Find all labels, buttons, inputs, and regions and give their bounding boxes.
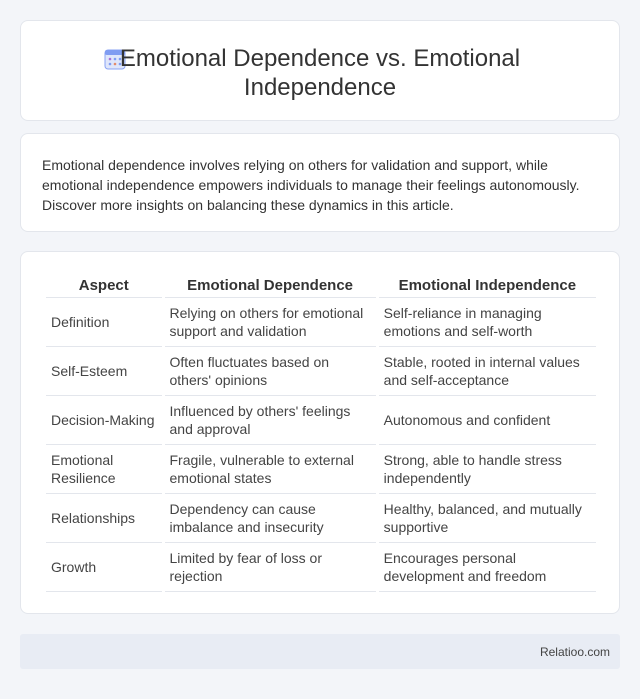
table-row: Definition Relying on others for emotion… <box>46 298 596 347</box>
table-cell-independence: Encourages personal development and free… <box>378 543 596 592</box>
table-row: Growth Limited by fear of loss or reject… <box>46 543 596 592</box>
column-header-dependence: Emotional Dependence <box>164 275 376 298</box>
table-cell-dependence: Relying on others for emotional support … <box>164 298 376 347</box>
title-card: Emotional Dependence vs. Emotional Indep… <box>20 20 620 121</box>
table-cell-aspect: Relationships <box>46 494 162 543</box>
table-row: Self-Esteem Often fluctuates based on ot… <box>46 347 596 396</box>
intro-card: Emotional dependence involves relying on… <box>20 133 620 232</box>
table-row: Emotional Resilience Fragile, vulnerable… <box>46 445 596 494</box>
table-cell-dependence: Limited by fear of loss or rejection <box>164 543 376 592</box>
footer-brand-link[interactable]: Relatioo.com <box>539 645 610 659</box>
intro-paragraph: Emotional dependence involves relying on… <box>42 157 580 213</box>
table-cell-aspect: Self-Esteem <box>46 347 162 396</box>
table-cell-aspect: Decision-Making <box>46 396 162 445</box>
table-row: Relationships Dependency can cause imbal… <box>46 494 596 543</box>
calendar-grid-icon <box>104 49 126 70</box>
page-title-text: Emotional Dependence vs. Emotional Indep… <box>119 45 521 101</box>
table-cell-aspect: Growth <box>46 543 162 592</box>
table-cell-dependence: Often fluctuates based on others' opinio… <box>164 347 376 396</box>
table-cell-dependence: Fragile, vulnerable to external emotiona… <box>164 445 376 494</box>
page-title: Emotional Dependence vs. Emotional Indep… <box>21 44 619 102</box>
table-cell-dependence: Dependency can cause imbalance and insec… <box>164 494 376 543</box>
comparison-table: Aspect Emotional Dependence Emotional In… <box>43 275 599 592</box>
table-cell-independence: Strong, able to handle stress independen… <box>378 445 596 494</box>
table-header-row: Aspect Emotional Dependence Emotional In… <box>46 275 596 298</box>
column-header-independence: Emotional Independence <box>378 275 596 298</box>
table-cell-independence: Healthy, balanced, and mutually supporti… <box>378 494 596 543</box>
table-cell-independence: Self-reliance in managing emotions and s… <box>378 298 596 347</box>
table-cell-independence: Stable, rooted in internal values and se… <box>378 347 596 396</box>
table-row: Decision-Making Influenced by others' fe… <box>46 396 596 445</box>
table-cell-aspect: Emotional Resilience <box>46 445 162 494</box>
table-cell-aspect: Definition <box>46 298 162 347</box>
comparison-table-card: Aspect Emotional Dependence Emotional In… <box>20 251 620 614</box>
footer-bar: Relatioo.com <box>20 634 620 669</box>
column-header-aspect: Aspect <box>46 275 162 298</box>
table-cell-dependence: Influenced by others' feelings and appro… <box>164 396 376 445</box>
table-cell-independence: Autonomous and confident <box>378 396 596 445</box>
